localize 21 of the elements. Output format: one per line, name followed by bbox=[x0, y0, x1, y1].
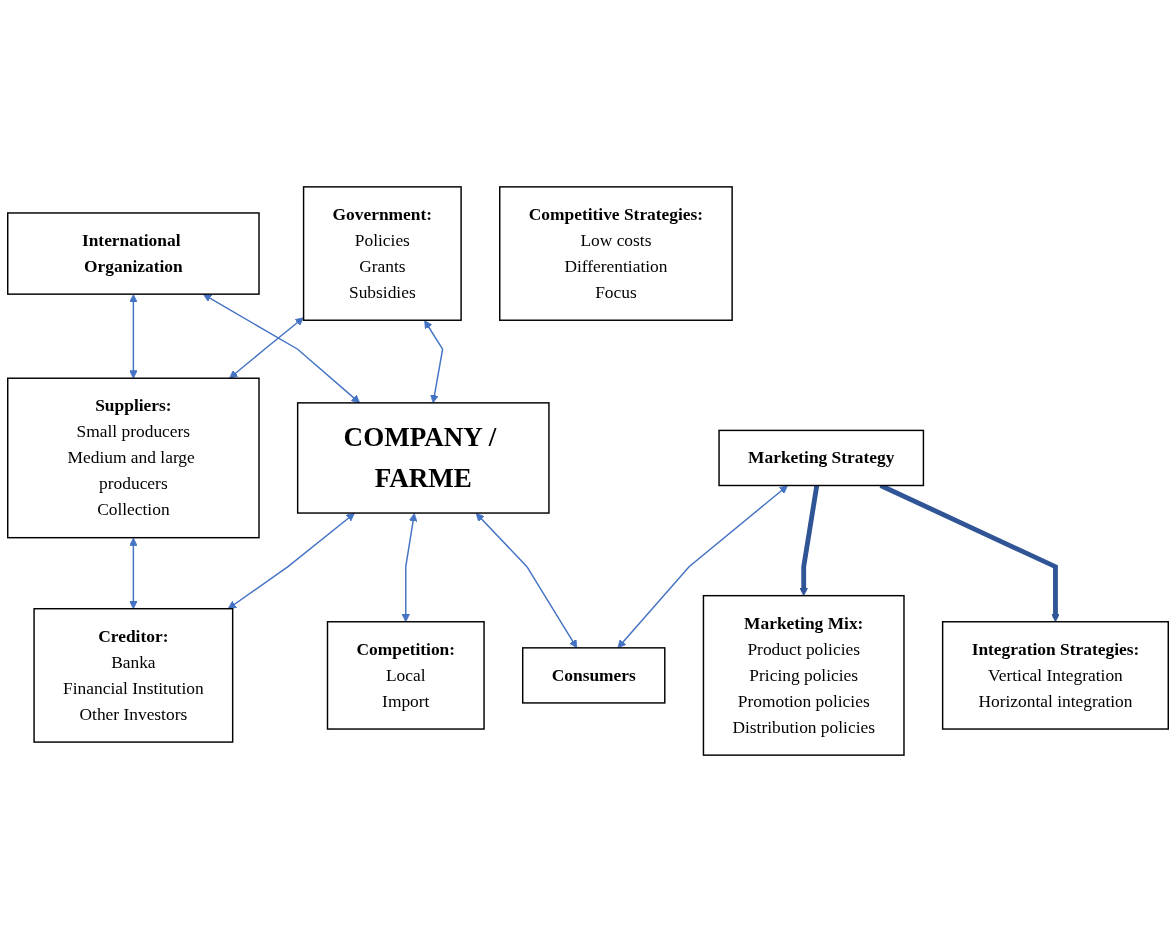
node-box: Marketing Mix: Product policies Pricing policies Promotion policies Distribution policies bbox=[702, 594, 905, 756]
node-box: Integration Strategies: Vertical Integration Horizontal integration bbox=[941, 621, 1169, 730]
arrow bbox=[799, 485, 820, 597]
node-box: Competition: Local Import bbox=[326, 621, 485, 730]
node-box: Government: Policies Grants Subsidies bbox=[302, 186, 462, 321]
arrow bbox=[401, 513, 418, 623]
node-box: International Organization bbox=[7, 212, 260, 295]
arrow bbox=[227, 512, 355, 610]
node-box: Suppliers: Small producers Medium and large producers Collection bbox=[7, 377, 260, 539]
node-box: Marketing Strategy bbox=[718, 429, 925, 487]
node-box: Creditor: Banka Financial Institution Other Investors bbox=[33, 608, 234, 743]
arrow bbox=[424, 320, 444, 404]
arrow bbox=[617, 485, 788, 649]
node-box: Competitive Strategies: Low costs Differentiation Focus bbox=[499, 186, 733, 321]
arrow bbox=[129, 294, 138, 379]
node-box: COMPANY / FARME bbox=[296, 402, 550, 514]
arrow bbox=[203, 293, 360, 404]
arrow bbox=[129, 537, 138, 610]
arrow bbox=[229, 317, 304, 379]
arrow bbox=[475, 512, 578, 649]
node-box: Consumers bbox=[522, 647, 666, 704]
